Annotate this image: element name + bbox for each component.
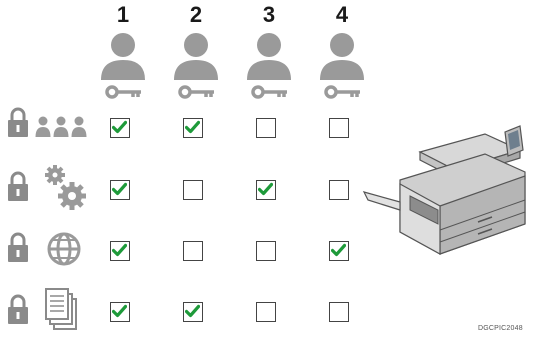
admin-4-icon xyxy=(316,30,368,102)
permission-checkbox-row2-admin4[interactable] xyxy=(329,180,349,200)
checkmark-icon xyxy=(112,243,127,258)
admin-4-number: 4 xyxy=(322,2,362,28)
checkmark-icon xyxy=(185,120,200,135)
lock-icon xyxy=(8,109,28,137)
permission-checkbox-row3-admin4[interactable] xyxy=(329,241,349,261)
permission-checkbox-row4-admin2[interactable] xyxy=(183,302,203,322)
user-management-icon xyxy=(6,104,98,150)
admin-2-icon xyxy=(170,30,222,102)
network-icon xyxy=(6,226,98,272)
checkmark-icon xyxy=(185,304,200,319)
permission-checkbox-row1-admin2[interactable] xyxy=(183,118,203,138)
lock-icon xyxy=(8,296,28,324)
permission-checkbox-row4-admin3[interactable] xyxy=(256,302,276,322)
permission-checkbox-row2-admin2[interactable] xyxy=(183,180,203,200)
admin-3-number: 3 xyxy=(249,2,289,28)
admin-1-number: 1 xyxy=(103,2,143,28)
permission-checkbox-row3-admin2[interactable] xyxy=(183,241,203,261)
lock-icon xyxy=(8,234,28,262)
machine-settings-icon xyxy=(6,165,98,211)
permission-checkbox-row1-admin3[interactable] xyxy=(256,118,276,138)
permission-checkbox-row1-admin4[interactable] xyxy=(329,118,349,138)
lock-icon xyxy=(8,173,28,201)
checkmark-icon xyxy=(331,243,346,258)
permission-checkbox-row2-admin1[interactable] xyxy=(110,180,130,200)
figure-code: DGCPIC2048 xyxy=(478,325,523,332)
checkmark-icon xyxy=(112,182,127,197)
permission-checkbox-row3-admin3[interactable] xyxy=(256,241,276,261)
admin-3-icon xyxy=(243,30,295,102)
admin-2-number: 2 xyxy=(176,2,216,28)
admin-1-icon xyxy=(97,30,149,102)
checkmark-icon xyxy=(258,182,273,197)
checkmark-icon xyxy=(112,304,127,319)
file-management-icon xyxy=(6,287,98,333)
permission-checkbox-row1-admin1[interactable] xyxy=(110,118,130,138)
permission-checkbox-row2-admin3[interactable] xyxy=(256,180,276,200)
permission-checkbox-row4-admin1[interactable] xyxy=(110,302,130,322)
permission-checkbox-row4-admin4[interactable] xyxy=(329,302,349,322)
checkmark-icon xyxy=(112,120,127,135)
permission-checkbox-row3-admin1[interactable] xyxy=(110,241,130,261)
printer-icon xyxy=(360,112,530,262)
